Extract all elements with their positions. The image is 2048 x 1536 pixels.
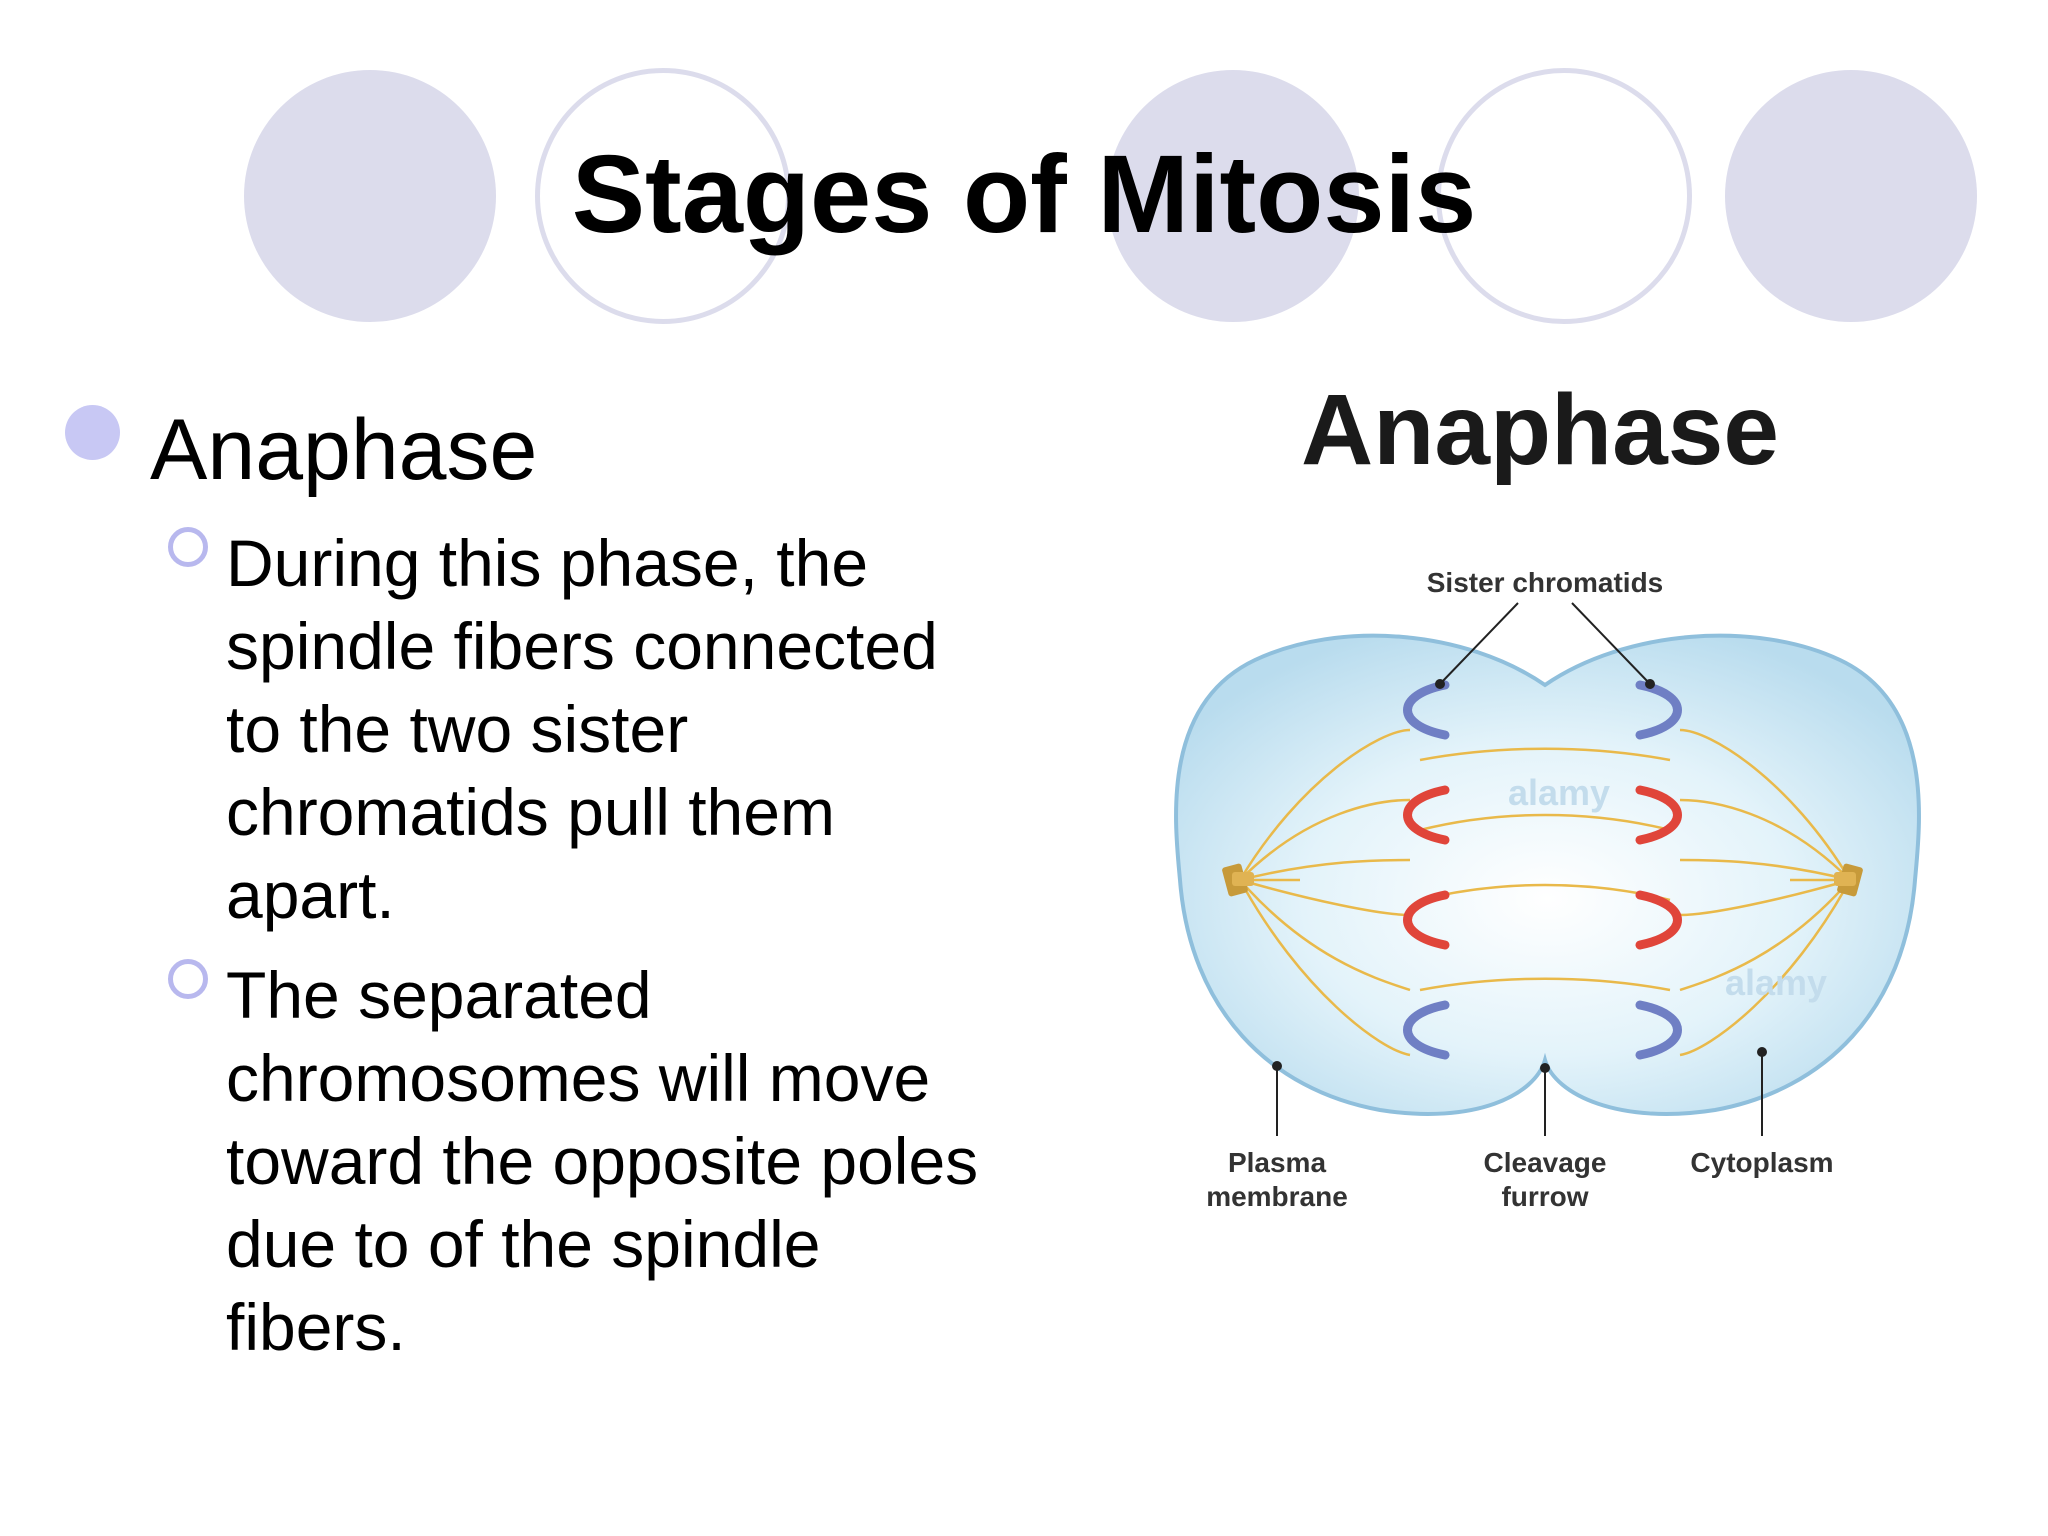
svg-text:alamy: alamy xyxy=(1508,772,1610,813)
text-line: toward the opposite poles xyxy=(226,1124,979,1198)
chromatid-red xyxy=(1403,785,1450,845)
label-plasma-membrane: Plasma xyxy=(1228,1147,1326,1178)
leader-line xyxy=(1571,602,1651,685)
sub-bullet-icon xyxy=(168,959,208,999)
label-cleavage-furrow: furrow xyxy=(1501,1181,1588,1212)
label-sister-chromatids: Sister chromatids xyxy=(1427,567,1664,598)
text-line: apart. xyxy=(226,858,395,932)
decorative-circle xyxy=(1725,70,1977,322)
text-line: fibers. xyxy=(226,1290,406,1364)
svg-text:alamy: alamy xyxy=(1725,962,1827,1003)
leader-line xyxy=(1439,602,1519,685)
decorative-circle xyxy=(244,70,496,322)
sub-bullet-text: During this phase, the spindle fibers co… xyxy=(226,522,1046,937)
decorative-circle xyxy=(1107,70,1359,322)
text-line: The separated xyxy=(226,958,652,1032)
diagram-title: Anaphase xyxy=(1301,374,1779,486)
label-cytoplasm: Cytoplasm xyxy=(1690,1147,1833,1178)
cell-body xyxy=(1174,633,1921,1116)
chromatid-blue xyxy=(1635,680,1682,740)
chromatid-red xyxy=(1403,890,1450,950)
centrosome-left xyxy=(1222,863,1254,897)
text-line: spindle fibers connected xyxy=(226,609,938,683)
chromatid-red xyxy=(1635,785,1682,845)
bullet-heading: Anaphase xyxy=(150,402,538,498)
chromatid-blue xyxy=(1403,1000,1450,1060)
sub-bullet-icon xyxy=(168,527,208,567)
text-line: chromosomes will move xyxy=(226,1041,931,1115)
decorative-ring xyxy=(535,68,791,324)
label-plasma-membrane: membrane xyxy=(1206,1181,1348,1212)
bullet-icon xyxy=(65,405,120,460)
text-line: to the two sister xyxy=(226,692,689,766)
chromatid-red xyxy=(1635,890,1682,950)
label-cleavage-furrow: Cleavage xyxy=(1484,1147,1607,1178)
text-line: due to of the spindle xyxy=(226,1207,821,1281)
chromatid-blue xyxy=(1635,1000,1682,1060)
text-line: During this phase, the xyxy=(226,526,869,600)
sub-bullet-text: The separated chromosomes will move towa… xyxy=(226,954,1046,1369)
slide-title: Stages of Mitosis xyxy=(571,133,1477,256)
watermark: alamy alamy xyxy=(1508,772,1827,1003)
centrosome-right xyxy=(1834,863,1863,897)
text-line: chromatids pull them xyxy=(226,775,835,849)
chromatid-blue xyxy=(1403,680,1450,740)
decorative-ring xyxy=(1436,68,1692,324)
